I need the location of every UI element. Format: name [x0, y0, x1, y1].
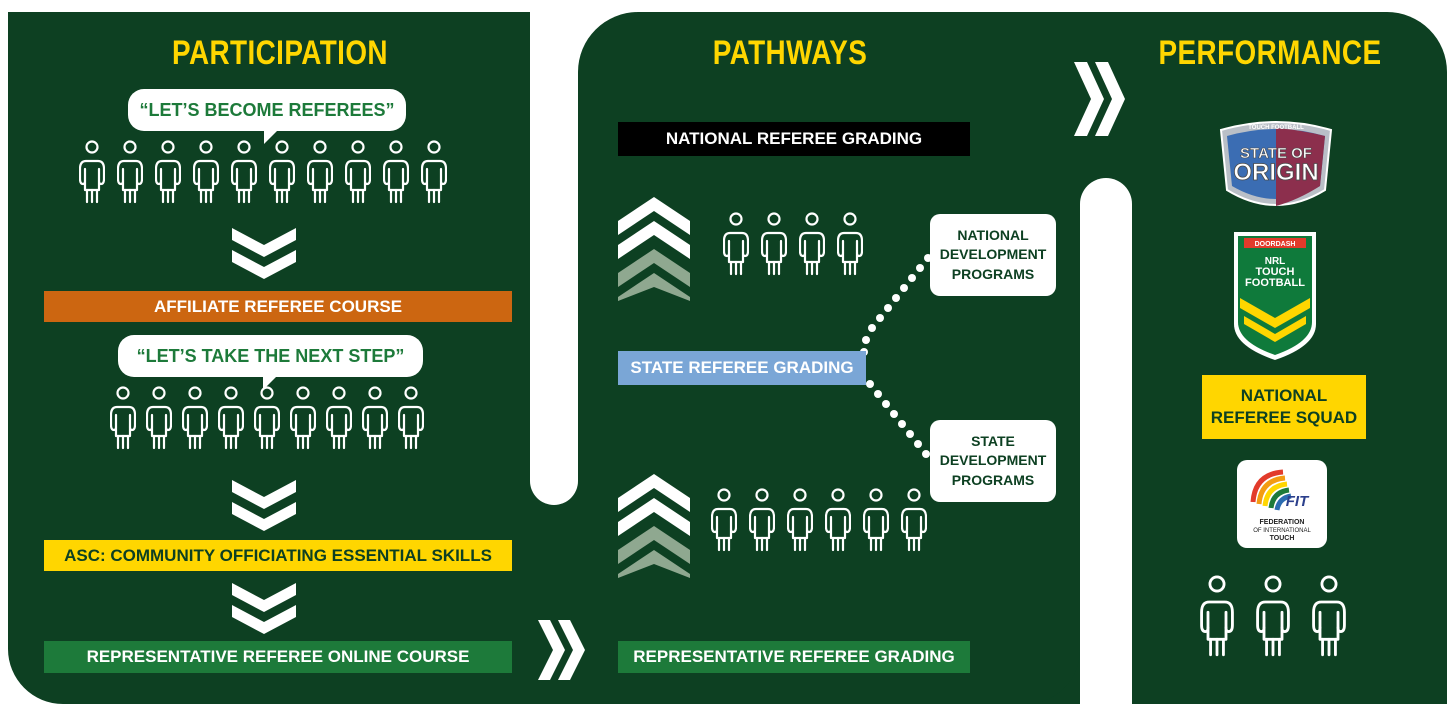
double-chevron-right-icon [1074, 62, 1125, 141]
person-row [723, 212, 863, 276]
referee-group-national [723, 212, 868, 301]
nrl-line1: NRL [1265, 256, 1286, 267]
double-chevron-down-icon [232, 480, 296, 537]
panel-notch [530, 12, 578, 505]
national-referee-squad-box: NATIONAL REFEREE SQUAD [1202, 375, 1366, 439]
person-row [711, 488, 927, 552]
origin-line2: ORIGIN [1233, 159, 1318, 186]
double-chevron-up-icon [618, 474, 690, 583]
person-row [79, 140, 447, 204]
participation-heading: PARTICIPATION [172, 34, 388, 72]
box-line: DEVELOPMENT [939, 452, 1047, 469]
referee-group-elite [1200, 575, 1350, 690]
box-line: DEVELOPMENT [939, 246, 1047, 263]
bubble-tail [264, 130, 278, 144]
fit-line3: TOUCH [1270, 535, 1295, 542]
nrl-line3: FOOTBALL [1245, 277, 1305, 289]
representative-referee-grading-bar: REPRESENTATIVE REFEREE GRADING [618, 641, 970, 673]
bubble-text: “LET’S TAKE THE NEXT STEP” [136, 345, 405, 366]
affiliate-referee-course-bar: AFFILIATE REFEREE COURSE [44, 291, 512, 322]
nrl-touch-football-logo: DOORDASH NRL TOUCH FOOTBALL [1230, 228, 1320, 367]
dotted-connector [860, 250, 940, 475]
speech-bubble-become-referees: “LET’S BECOME REFEREES” [128, 89, 406, 144]
bubble-text: “LET’S BECOME REFEREES” [139, 99, 395, 120]
fit-line2: OF INTERNATIONAL [1253, 528, 1311, 534]
referee-group-state [711, 488, 927, 577]
double-chevron-up-icon [618, 197, 690, 306]
representative-online-course-bar: REPRESENTATIVE REFEREE ONLINE COURSE [44, 641, 512, 673]
origin-line1: STATE OF [1240, 145, 1312, 162]
fit-mark: FIT [1286, 493, 1310, 510]
referee-group-middle [110, 386, 440, 475]
performance-heading: PERFORMANCE [1158, 34, 1382, 72]
double-chevron-down-icon [232, 583, 296, 640]
nrl-line2: TOUCH [1256, 266, 1295, 278]
person-row [1200, 575, 1346, 657]
referee-group-top [79, 140, 449, 229]
squad-line: NATIONAL [1240, 385, 1328, 405]
fit-federation-logo: FIT FEDERATION OF INTERNATIONAL TOUCH [1237, 460, 1327, 553]
state-referee-grading-bar: STATE REFEREE GRADING [618, 351, 866, 385]
squad-line: REFEREE SQUAD [1210, 408, 1358, 427]
speech-bubble-next-step: “LET’S TAKE THE NEXT STEP” [118, 335, 423, 390]
person-row [110, 386, 424, 450]
box-line: PROGRAMS [951, 265, 1035, 282]
box-line: NATIONAL [957, 226, 1029, 243]
asc-essential-skills-bar: ASC: COMMUNITY OFFICIATING ESSENTIAL SKI… [44, 540, 512, 571]
box-line: STATE [971, 432, 1015, 449]
fit-line1: FEDERATION [1260, 519, 1305, 526]
nrl-top-text: DOORDASH [1255, 241, 1296, 248]
double-chevron-down-icon [232, 228, 296, 285]
state-of-origin-logo: TOUCH FOOTBALL STATE OF ORIGIN [1215, 120, 1337, 223]
double-chevron-right-icon [538, 620, 588, 685]
state-development-programs-box: STATE DEVELOPMENT PROGRAMS [930, 420, 1056, 502]
box-line: PROGRAMS [951, 471, 1035, 488]
performance-separator [1080, 178, 1132, 704]
national-referee-grading-bar: NATIONAL REFEREE GRADING [618, 122, 970, 156]
national-development-programs-box: NATIONAL DEVELOPMENT PROGRAMS [930, 214, 1056, 296]
origin-arc-text: TOUCH FOOTBALL [1248, 125, 1304, 131]
pathways-heading: PATHWAYS [712, 34, 868, 72]
